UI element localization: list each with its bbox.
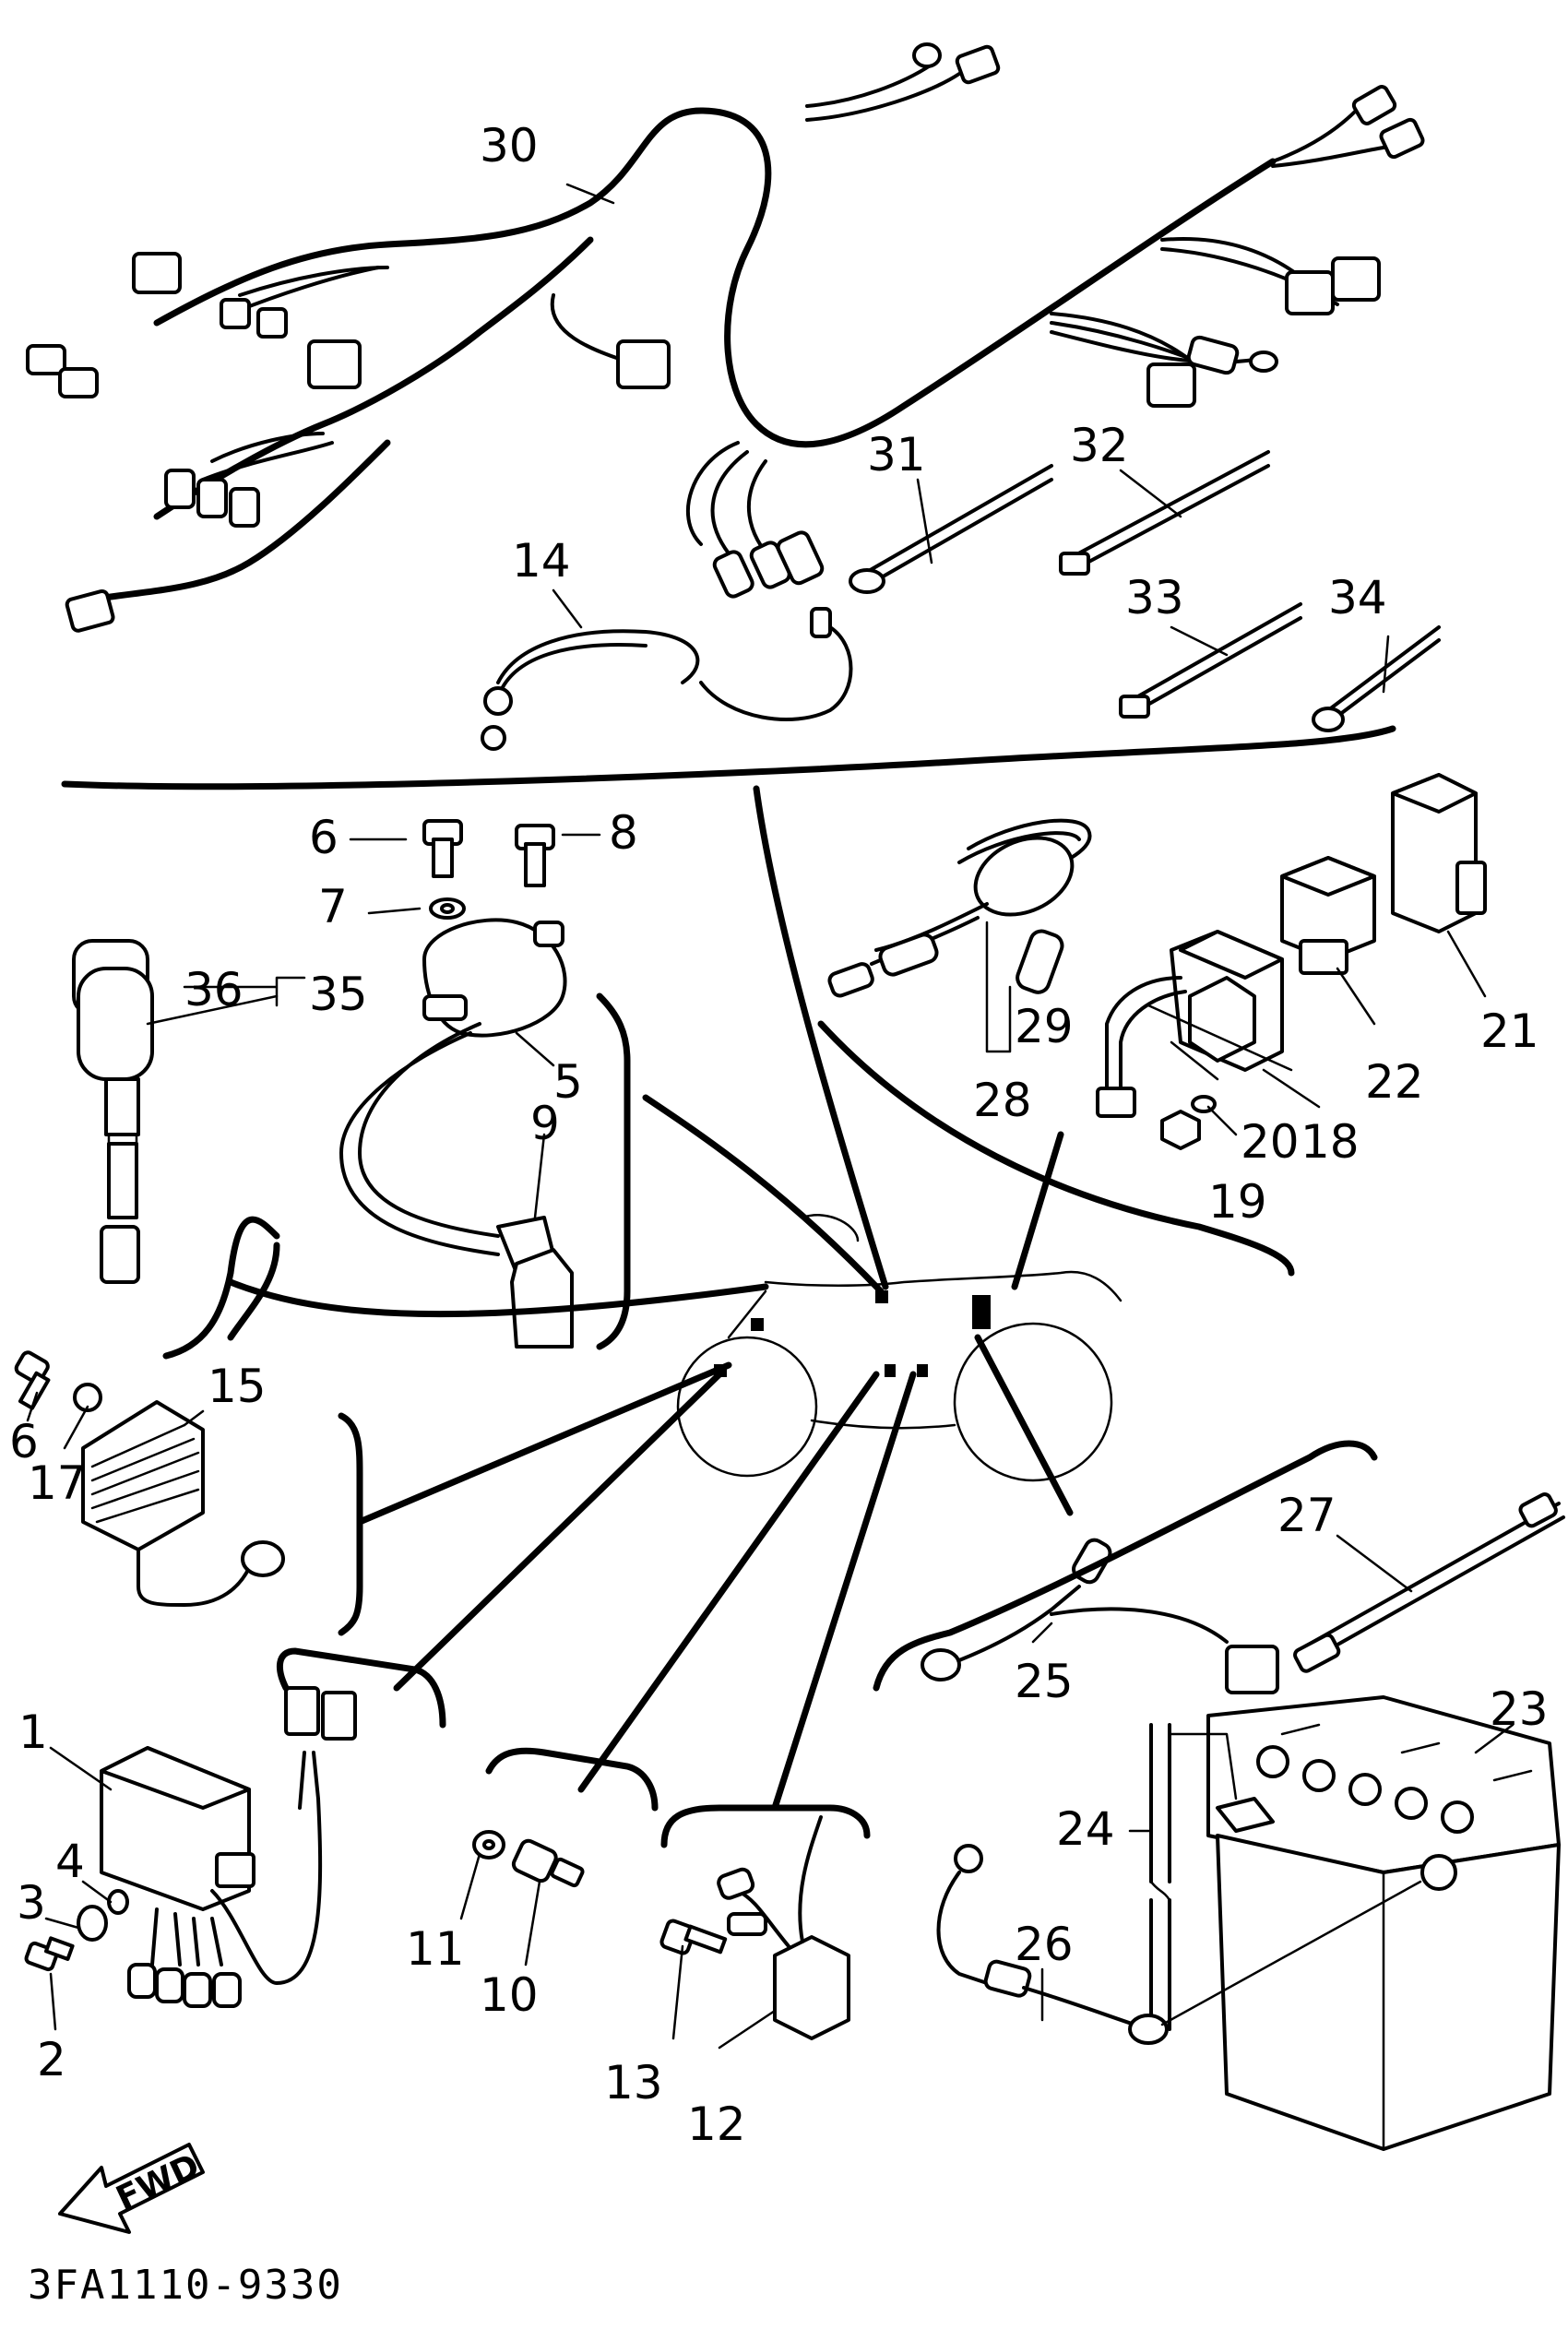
figure-code: 3FA1110-9330 — [28, 2262, 343, 2309]
brake-group-bracket — [660, 1804, 871, 1848]
callout-leaders — [26, 183, 1515, 2050]
switch-group-bracket — [162, 1216, 280, 1360]
callout-35: 35 — [309, 968, 368, 1021]
callout-26: 26 — [1015, 1918, 1074, 1971]
wire-lead-14 — [481, 607, 853, 751]
callout-13: 13 — [604, 2056, 663, 2109]
callout-7: 7 — [318, 880, 348, 933]
cdi-unit-1 — [24, 1686, 357, 2008]
callout-3: 3 — [17, 1876, 46, 1930]
breather-pipe-24 — [1149, 1723, 1238, 2031]
battery-band-27 — [1293, 1492, 1565, 1673]
callout-4: 4 — [55, 1835, 85, 1888]
callout-18: 18 — [1301, 1115, 1360, 1169]
callout-15: 15 — [208, 1360, 267, 1413]
callout-36: 36 — [184, 963, 244, 1016]
main-switch-35 — [72, 939, 154, 1284]
callout-8: 8 — [609, 806, 638, 860]
upper-group-bracket — [61, 725, 1396, 790]
callout-6-left: 6 — [9, 1415, 39, 1468]
motorcycle-outline — [676, 1214, 1123, 1482]
ignition-coil-5 — [339, 918, 574, 1349]
condenser-28 — [827, 818, 1092, 998]
fwd-label: FWD — [111, 2147, 206, 2218]
callout-27: 27 — [1277, 1489, 1336, 1542]
callout-14: 14 — [512, 534, 571, 588]
callout-25: 25 — [1015, 1655, 1074, 1708]
callout-9: 9 — [530, 1097, 560, 1150]
neutral-switch-10 — [472, 1830, 585, 1888]
cdi-group-bracket — [276, 1647, 446, 1729]
callout-5: 5 — [553, 1055, 583, 1109]
relay-cover-21 — [1391, 773, 1487, 933]
fwd-arrow-icon: FWD — [58, 2143, 206, 2234]
relay-22 — [1280, 856, 1376, 975]
callout-19: 19 — [1208, 1175, 1267, 1229]
battery-lead-25 — [921, 1538, 1279, 1694]
neutral-group-bracket — [485, 1747, 659, 1812]
callout-numbers: 30 14 31 32 33 34 6 7 8 36 35 5 9 29 28 … — [9, 119, 1549, 2151]
callout-32: 32 — [1070, 419, 1129, 472]
callout-1: 1 — [18, 1705, 48, 1759]
brake-switch-12 — [659, 1815, 850, 2040]
battery-group-bracket — [873, 1440, 1378, 1692]
callout-20: 20 — [1241, 1115, 1300, 1169]
callout-28: 28 — [973, 1074, 1032, 1127]
bolts-6-7-8 — [422, 819, 555, 920]
relay-group-bracket — [817, 1020, 1295, 1277]
callout-10: 10 — [480, 1968, 539, 2022]
callout-11: 11 — [406, 1922, 465, 1976]
callout-33: 33 — [1125, 571, 1184, 624]
leader-lines — [227, 785, 1074, 1812]
callout-6-top: 6 — [309, 811, 339, 864]
battery-lead-26 — [936, 1844, 1422, 2045]
coil-group-bracket — [596, 992, 631, 1350]
callout-29: 29 — [1015, 1000, 1074, 1053]
callout-22: 22 — [1365, 1055, 1424, 1109]
regulator-15 — [14, 1350, 285, 1607]
relay-18 — [1096, 930, 1284, 1118]
nut-19-washer-20 — [1160, 1095, 1217, 1150]
callout-30: 30 — [480, 119, 539, 172]
callout-31: 31 — [867, 428, 926, 481]
regulator-group-bracket — [338, 1412, 363, 1636]
callout-21: 21 — [1480, 1004, 1539, 1058]
cable-ties — [849, 450, 1441, 732]
battery-23 — [1206, 1695, 1561, 2151]
callout-24: 24 — [1056, 1802, 1115, 1856]
callout-34: 34 — [1328, 571, 1387, 624]
callout-23: 23 — [1490, 1682, 1549, 1736]
callout-12: 12 — [687, 2097, 746, 2151]
wire-harness-30 — [26, 42, 1425, 633]
callout-17: 17 — [28, 1456, 87, 1510]
callout-2: 2 — [37, 2033, 66, 2086]
